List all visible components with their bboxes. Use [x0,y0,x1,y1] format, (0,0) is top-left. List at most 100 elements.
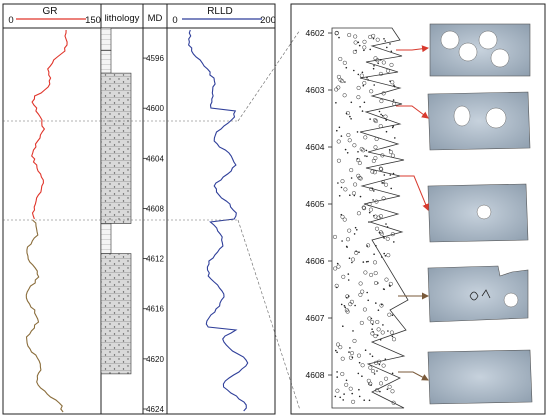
grain-pebble [371,158,376,163]
core-sample-2-rock [427,91,531,151]
core-sample-1-plug-hole [478,30,498,50]
grain-pebble [345,111,350,116]
grain-dot [382,324,384,326]
grain-dot [378,110,381,113]
grain-dot [338,36,340,39]
gr-header-name: GR [43,6,58,17]
grain-pebble [352,338,357,343]
grain-pebble [363,135,368,140]
grain-pebble [362,307,367,312]
grain-pebble [359,146,364,152]
grain-pebble [336,158,341,163]
log-panel: GR 0 150 lithology MD RLLD 0 200 4596460… [2,3,276,415]
grain-dot [363,399,366,402]
grain-dot [393,85,396,88]
grain-dot [364,155,366,157]
core-sample-1 [429,23,531,77]
grain-dot [391,335,394,338]
grain-dot [375,302,377,304]
grain-dot [383,288,386,291]
grain-dot [379,390,381,393]
grain-dot [361,110,364,112]
grain-dot [340,213,343,216]
grain-dot [362,261,365,263]
grain-pebble [346,132,351,138]
grain-dot [334,395,337,398]
grain-pebble [336,264,341,269]
grain-dot [366,291,369,294]
core-sample-2-plug-hole [485,107,507,129]
grain-dot [373,190,375,192]
core-sample-4-rock [427,265,529,323]
grain-dot [369,48,372,51]
grain-pebble [349,351,355,356]
grain-pebble [373,271,378,276]
zoom-connector-bottom [237,219,301,411]
grain-pebble [347,138,352,143]
grain-dot [372,199,374,201]
core-sample-arrow [398,371,429,381]
grain-dot [357,151,359,153]
grain-pebble [375,388,380,393]
grain-pebble [344,382,349,387]
grain-dot [367,79,369,81]
grain-pebble [387,312,392,317]
md-tick-label: 4616 [146,305,164,314]
grain-dot [341,240,343,242]
grain-pebble [369,89,374,94]
grain-dot [382,235,385,238]
lithology-column [100,27,132,375]
grain-dot [375,245,377,247]
grain-pebble [371,33,376,38]
grain-dot [371,187,374,190]
grain-dot [364,349,367,352]
grain-dot [353,194,356,197]
grain-pebble [368,365,373,370]
gr-header: GR 0 150 [8,6,101,26]
grain-pebble [377,359,382,364]
grain-pebble [356,173,361,178]
grain-dot [357,41,360,44]
grain-dot [355,49,357,52]
grain-dot [393,84,395,86]
grain-dot [389,174,392,176]
grain-pebble [356,85,361,90]
grain-dot [390,187,393,190]
grain-pebble [369,272,374,277]
grain-dot [336,262,339,265]
grain-dot [340,303,343,306]
grain-dot [345,379,348,382]
grain-dot [344,306,347,309]
grain-dot [347,295,350,297]
grain-pebble [388,281,393,286]
grain-pebble [349,168,354,173]
grain-dot [352,330,354,332]
grain-pebble [370,319,375,325]
grain-pebble [333,266,338,271]
md-tick-label: 4604 [146,154,164,163]
rlld-header: RLLD 0 200 [172,6,276,26]
grain-pebble [379,167,384,172]
grain-pebble [362,45,367,50]
core-sample-1-plug-hole [490,48,510,68]
conglomerate-grains [332,30,397,405]
core-depth-tick-label: 4607 [306,313,325,323]
grain-pebble [358,281,363,286]
grain-pebble [360,289,365,294]
grain-dot [369,353,371,355]
grain-pebble [367,202,372,207]
grain-dot [391,372,394,375]
grain-dot [338,126,341,129]
grain-dot [344,148,347,151]
grain-pebble [334,31,339,36]
grain-dot [350,177,353,179]
grain-pebble [381,60,386,65]
grain-dot [377,282,379,284]
grain-pebble [376,215,381,220]
grain-dot [345,245,348,248]
grain-dot [387,330,389,332]
grain-dot [335,102,337,104]
grain-pebble [362,39,367,44]
core-sample-5 [427,349,533,405]
grain-pebble [391,337,397,342]
